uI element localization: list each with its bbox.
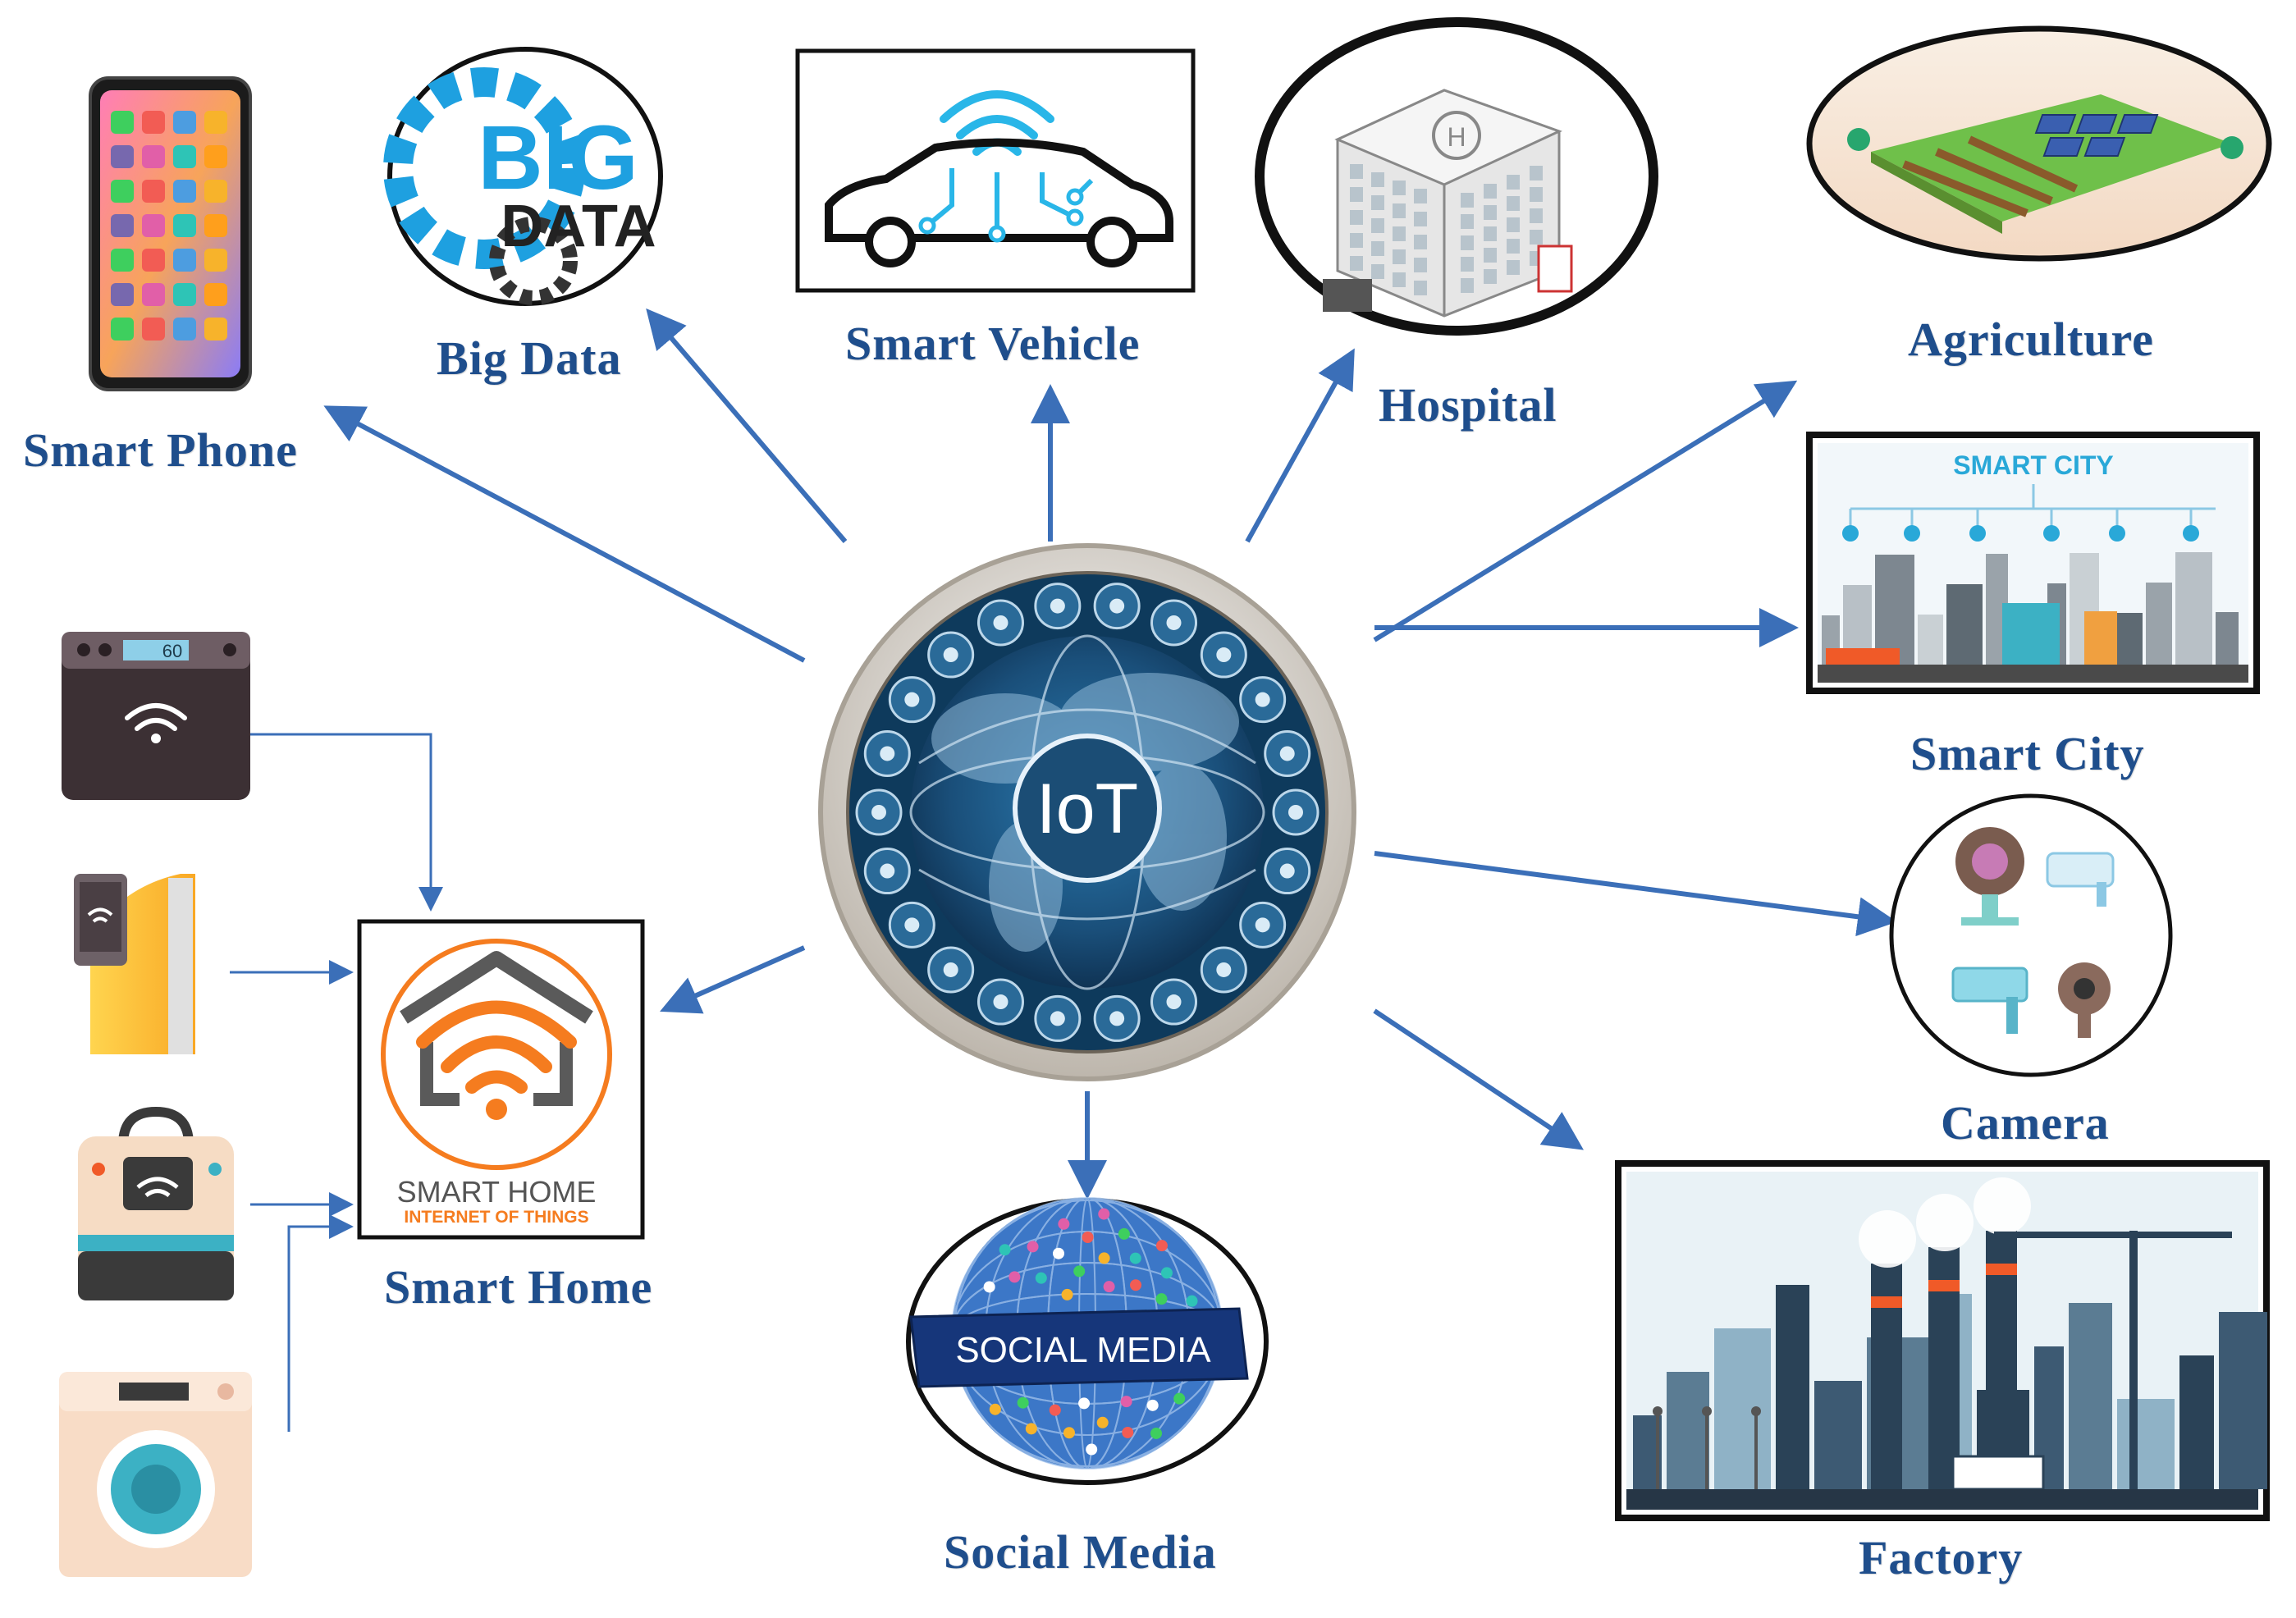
social-media-banner: SOCIAL MEDIA	[955, 1330, 1211, 1370]
big-data-label: Big Data	[437, 331, 622, 385]
svg-text:H: H	[1447, 122, 1466, 152]
big-data-logo-top: BIG	[478, 107, 638, 208]
smart-vehicle-image	[795, 48, 1196, 293]
agriculture-image	[1806, 25, 2272, 262]
social-media-image: SOCIAL MEDIA	[906, 1197, 1269, 1485]
hub-ring-icons	[855, 583, 1320, 1042]
oven-display: 60	[162, 641, 182, 661]
arrow-to-factory	[1373, 1008, 1584, 1150]
arrow-to-agriculture	[1373, 380, 1798, 642]
dome-camera-icon	[2058, 962, 2111, 1038]
smart-washer-image	[59, 1372, 252, 1577]
cctv-icon	[1951, 967, 2028, 1034]
smart-iron-image	[74, 874, 195, 1054]
smart-home-subcaption: INTERNET OF THINGS	[404, 1208, 588, 1227]
wifi-icon	[125, 703, 187, 731]
smart-city-banner: SMART CITY	[1953, 450, 2114, 480]
arrow-to-camera	[1374, 851, 1897, 937]
device-connectors	[230, 733, 443, 1432]
smart-city-label: Smart City	[1910, 727, 2145, 780]
arrow-to-hospital	[1245, 348, 1355, 543]
factory-image	[1615, 1160, 2270, 1521]
smart-city-image: SMART CITY	[1806, 432, 2260, 694]
wifi-icon	[416, 1000, 577, 1094]
washer-connector	[287, 1214, 354, 1432]
car-icon	[825, 138, 1173, 242]
arrow-to-smart-home	[660, 945, 806, 1014]
wifi-icon	[87, 907, 113, 923]
social-media-ribbon	[909, 1307, 1249, 1388]
social-media-label: Social Media	[944, 1525, 1217, 1579]
connector-arrows	[323, 308, 1897, 1200]
house-icon	[400, 951, 593, 1024]
hospital-image: H	[1255, 17, 1658, 336]
webcam-icon	[1955, 827, 2024, 926]
hub-label: IoT	[1036, 770, 1138, 848]
arrow-to-big-data	[646, 308, 848, 543]
smart-home-image: SMART HOME INTERNET OF THINGS	[357, 919, 645, 1240]
smart-home-label: Smart Home	[384, 1260, 653, 1314]
oven-connector	[250, 733, 443, 912]
big-data-image: BIG DATA	[383, 47, 663, 306]
smart-cooker-image	[78, 1106, 234, 1300]
camera-label: Camera	[1941, 1096, 2110, 1150]
smart-home-caption: SMART HOME	[397, 1175, 597, 1209]
smart-phone-label: Smart Phone	[23, 423, 298, 477]
smart-oven-image: 60	[62, 632, 250, 800]
smart-vehicle-label: Smart Vehicle	[845, 317, 1141, 370]
security-camera-icon	[2046, 852, 2115, 907]
agriculture-label: Agriculture	[1908, 313, 2154, 366]
hospital-label: Hospital	[1379, 378, 1557, 432]
big-data-logo-bottom: DATA	[501, 194, 656, 259]
iot-hub: IoT	[818, 543, 1356, 1081]
camera-image	[1889, 793, 2173, 1077]
wifi-icon	[136, 1177, 179, 1198]
arrow-to-smart-phone	[323, 405, 806, 663]
factory-label: Factory	[1859, 1531, 2024, 1584]
gear-icon	[383, 67, 585, 269]
smart-phone-image	[89, 76, 252, 391]
